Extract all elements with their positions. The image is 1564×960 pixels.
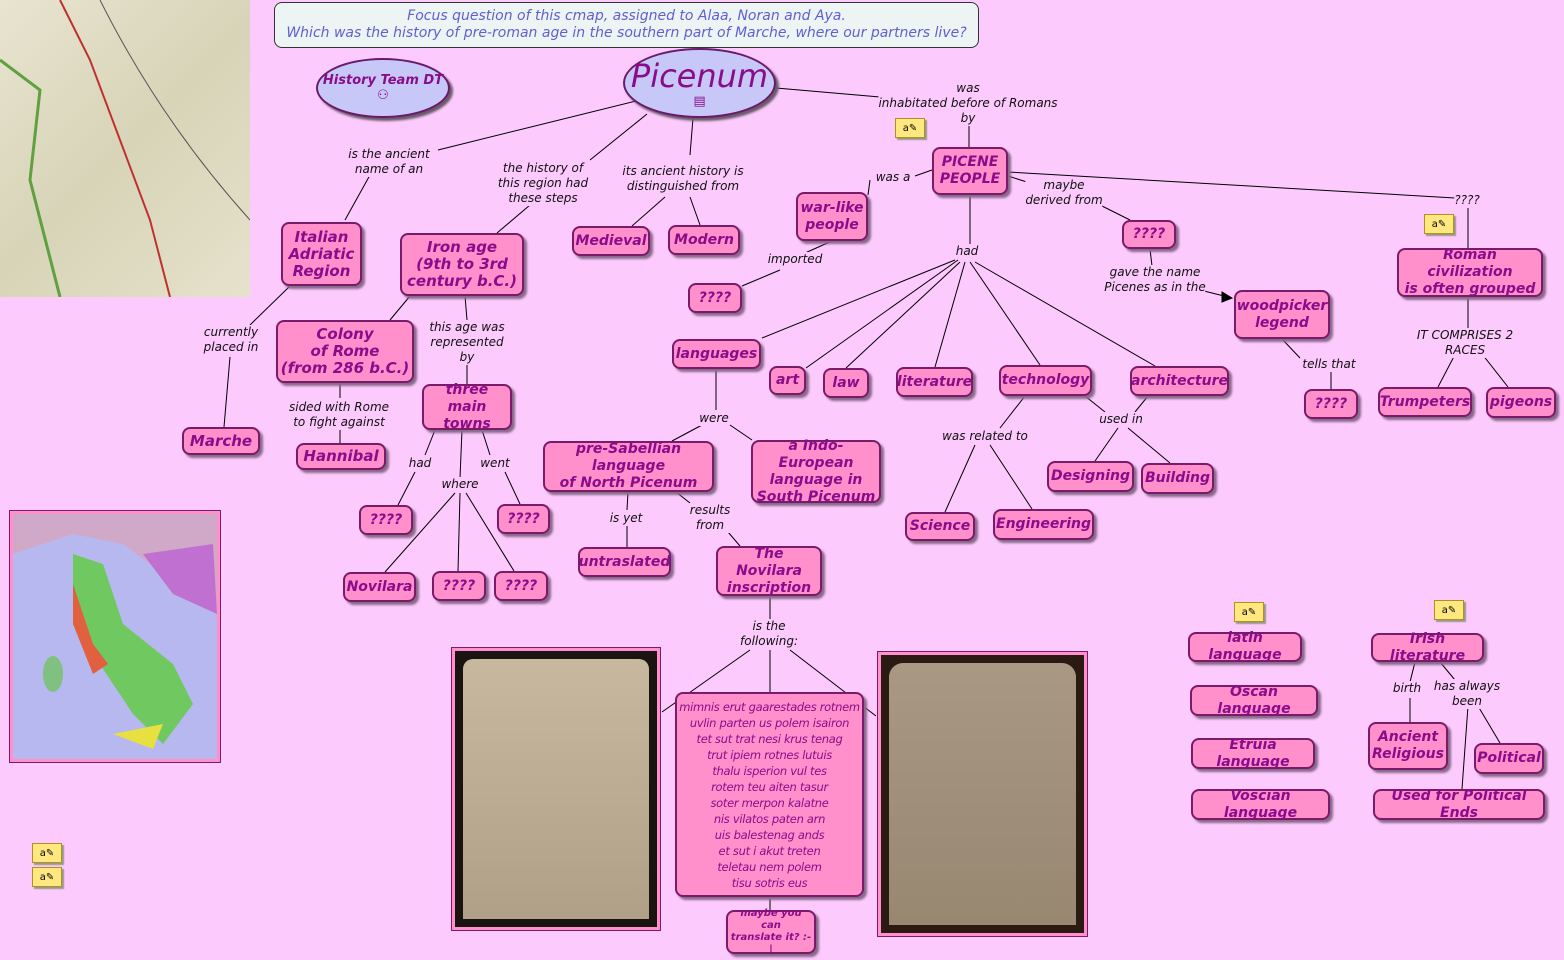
- concept-translate[interactable]: maybe you can translate it? :-|: [726, 908, 816, 955]
- link-label-results: results from: [689, 503, 731, 533]
- map-of-marche-image: [0, 0, 251, 298]
- concept-hannibal[interactable]: Hannibal: [296, 443, 386, 470]
- note-icon[interactable]: a✎: [32, 867, 62, 887]
- link-label-following: is the following:: [740, 619, 798, 649]
- link-label-imported: imported: [767, 252, 823, 267]
- concept-pigeons[interactable]: pigeons: [1486, 387, 1556, 418]
- link-label-were: were: [699, 411, 729, 426]
- concept-iron[interactable]: Iron age (9th to 3rd century b.C.): [400, 233, 524, 296]
- link-label-birth: birth: [1392, 681, 1422, 696]
- concept-voscian[interactable]: Voscian language: [1191, 788, 1330, 821]
- concept-ancient[interactable]: Ancient Religious: [1368, 722, 1448, 770]
- link-label-sided: sided with Rome to fight against: [288, 400, 390, 430]
- map-of-ancient-italy-image: [10, 511, 220, 762]
- link-label-ancient_name: is the ancient name of an: [348, 147, 430, 177]
- concept-untraslated[interactable]: untraslated: [578, 547, 671, 577]
- inscription-stone-image: [452, 648, 660, 930]
- concept-literature[interactable]: literature: [896, 367, 973, 397]
- concept-inscription[interactable]: The Novilara inscription: [716, 546, 822, 596]
- link-label-history_steps: the history of this region had these ste…: [497, 161, 589, 206]
- link-label-used_in: used in: [1099, 412, 1143, 427]
- note-icon[interactable]: a✎: [1434, 600, 1464, 620]
- concept-trumpeters[interactable]: Trumpeters: [1378, 387, 1472, 417]
- concept-political[interactable]: Political: [1474, 743, 1544, 774]
- link-label-tells: tells that: [1302, 357, 1356, 372]
- picenum-label: Picenum: [630, 56, 769, 95]
- concept-science[interactable]: Science: [905, 512, 975, 541]
- concept-q_imported[interactable]: ????: [688, 283, 742, 313]
- concept-architecture[interactable]: architecture: [1130, 366, 1229, 396]
- document-icon[interactable]: ▤: [693, 93, 706, 109]
- concept-law[interactable]: law: [823, 368, 869, 398]
- concept-q_went[interactable]: ????: [497, 504, 550, 534]
- concept-italian[interactable]: Italian Adriatic Region: [281, 222, 362, 286]
- concept-etruia[interactable]: Etruia language: [1191, 737, 1315, 770]
- note-icon[interactable]: a✎: [1234, 602, 1264, 622]
- concept-novilara[interactable]: Novilara: [343, 572, 416, 602]
- concept-woodpicker[interactable]: woodpicker legend: [1234, 290, 1330, 339]
- focus-line-2: Which was the history of pre-roman age i…: [286, 25, 967, 41]
- concept-art[interactable]: art: [769, 366, 806, 395]
- carved-stone-image: [878, 652, 1087, 936]
- link-label-where: where: [441, 477, 479, 492]
- concept-colony[interactable]: Colony of Rome (from 286 b.C.): [276, 320, 414, 383]
- link-label-related: was related to: [942, 429, 1028, 444]
- link-label-derived: maybe derived from: [1025, 178, 1103, 208]
- link-label-had: had: [955, 244, 979, 259]
- concept-towns[interactable]: three main towns: [422, 382, 512, 432]
- link-label-distinguished: its ancient history is distinguished fro…: [622, 164, 744, 194]
- link-label-gave_name: gave the name Picenes as in the: [1104, 265, 1206, 295]
- concept-roman[interactable]: Roman civilization is often grouped: [1397, 247, 1543, 297]
- link-label-represented: this age was represented by: [429, 320, 505, 365]
- link-label-comprises: IT COMPRISES 2 RACES: [1415, 328, 1515, 358]
- concept-languages[interactable]: languages: [672, 339, 761, 369]
- history-team-label: History Team DT: [322, 73, 444, 88]
- group-icon[interactable]: ⚇: [377, 88, 389, 103]
- inscription-text: mimnis erut gaarestades rotnem uvlin par…: [675, 692, 864, 897]
- link-label-placed: currently placed in: [203, 325, 259, 355]
- concept-usedpol[interactable]: Used for Political Ends: [1373, 788, 1545, 821]
- concept-q_had[interactable]: ????: [359, 505, 413, 535]
- concept-q_w1[interactable]: ????: [432, 571, 486, 601]
- note-icon[interactable]: a✎: [895, 118, 925, 138]
- concept-modern[interactable]: Modern: [668, 225, 740, 255]
- concept-warlike[interactable]: war-like people: [796, 192, 868, 241]
- note-icon[interactable]: a✎: [1424, 214, 1454, 234]
- link-label-went: went: [480, 456, 510, 471]
- concept-presab[interactable]: pre-Sabellian language of North Picenum: [543, 441, 714, 492]
- concept-engineering[interactable]: Engineering: [993, 509, 1094, 540]
- concept-picenum[interactable]: Picenum▤: [623, 48, 776, 118]
- concept-technology[interactable]: technology: [999, 365, 1092, 396]
- concept-medieval[interactable]: Medieval: [572, 226, 650, 256]
- concept-picene[interactable]: PICENE PEOPLE: [932, 147, 1008, 195]
- concept-oscan[interactable]: Oscan language: [1190, 684, 1318, 717]
- note-icon[interactable]: a✎: [32, 843, 62, 863]
- link-label-q_link: ????: [1454, 193, 1480, 208]
- concept-designing[interactable]: Designing: [1047, 461, 1134, 492]
- concept-q_derived[interactable]: ????: [1122, 220, 1176, 249]
- focus-line-1: Focus question of this cmap, assigned to…: [407, 8, 846, 24]
- link-label-was_a: was a: [875, 170, 911, 185]
- concept-q_w2[interactable]: ????: [494, 571, 548, 601]
- focus-question: Focus question of this cmap, assigned to…: [274, 2, 979, 48]
- concept-marche[interactable]: Marche: [182, 427, 260, 455]
- concept-history-team[interactable]: History Team DT⚇: [316, 58, 450, 118]
- concept-latin[interactable]: latin language: [1188, 630, 1302, 663]
- concept-irish[interactable]: Irish literature: [1371, 631, 1484, 664]
- link-label-had2: had: [408, 456, 432, 471]
- concept-building[interactable]: Building: [1141, 463, 1214, 494]
- link-label-always: has always been: [1433, 679, 1501, 709]
- link-label-is_yet: is yet: [609, 511, 643, 526]
- concept-indo[interactable]: a Indo-European language in South Picenu…: [751, 438, 881, 505]
- concept-q_tells[interactable]: ????: [1304, 389, 1358, 419]
